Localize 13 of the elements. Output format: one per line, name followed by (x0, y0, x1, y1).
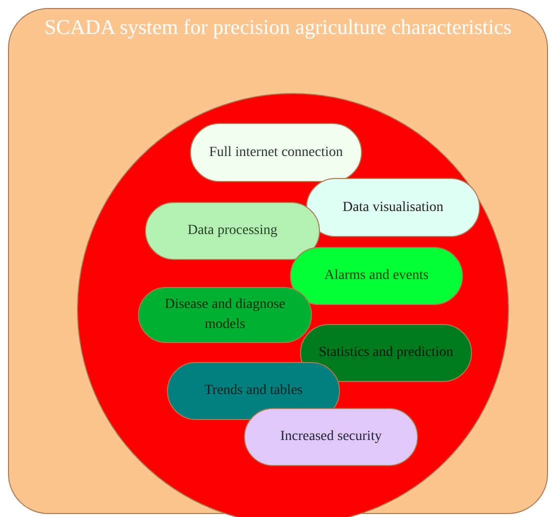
characteristic-label: Alarms and events (324, 267, 429, 285)
characteristic-label: Disease and diagnose models (164, 296, 286, 334)
characteristic-pill (138, 287, 312, 343)
characteristic-label: Full internet connection (209, 144, 343, 162)
characteristic-label: Statistics and prediction (318, 344, 454, 362)
characteristic-label: Data visualisation (342, 198, 444, 216)
outer-panel (8, 8, 548, 514)
characteristic-label: Trends and tables (204, 382, 303, 400)
characteristic-label: Increased security (280, 428, 382, 446)
characteristic-pill (145, 202, 320, 260)
title-text: SCADA system for precision agriculture characteristics (43, 15, 513, 39)
characteristic-pill (290, 247, 463, 305)
characteristic-label: Data processing (188, 222, 278, 240)
